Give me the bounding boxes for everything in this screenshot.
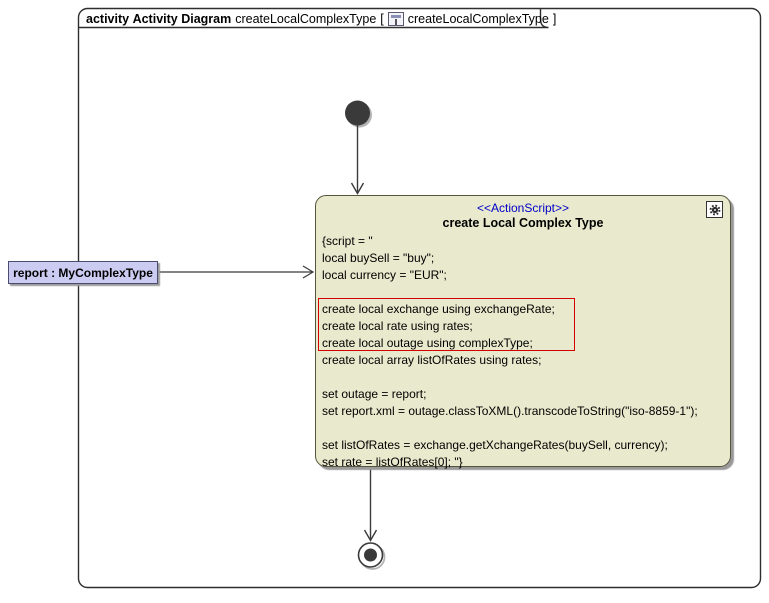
pin-label-text: report : MyComplexType [13, 265, 153, 280]
gear-icon [706, 201, 723, 218]
frame-kind-label: activity Activity Diagram [86, 11, 232, 26]
arrowhead [302, 265, 315, 279]
script-line [322, 420, 726, 437]
frame-context-name: createLocalComplexType [407, 11, 549, 26]
edge-action-to-final[interactable] [363, 468, 378, 542]
script-line [322, 284, 726, 301]
initial-node[interactable] [345, 100, 372, 128]
script-line [322, 369, 726, 386]
frame-close-bracket: ] [552, 11, 557, 26]
arrowhead [350, 182, 365, 195]
script-line: local buySell = "buy"; [322, 251, 435, 265]
script-line: local currency = "EUR"; [322, 268, 447, 282]
frame-tab-outline [79, 9, 549, 29]
stereotype-label: <<ActionScript>> [476, 201, 570, 215]
diagram-frame[interactable] [77, 7, 762, 589]
script-line: {script = " [322, 234, 373, 248]
script-line: set listOfRates = exchange.getXchangeRat… [322, 438, 668, 452]
script-line: create local array listOfRates using rat… [322, 353, 542, 367]
script-line: create local exchange using exchangeRate… [322, 302, 555, 316]
script-body: {script = " local buySell = "buy"; local c… [322, 233, 726, 471]
script-line: create local outage using complexType; [322, 336, 533, 350]
activity-diagram-icon [387, 11, 404, 26]
action-title: create Local Complex Type [442, 216, 604, 230]
script-line: set report.xml = outage.classToXML().tra… [322, 404, 698, 418]
activity-final-node[interactable] [357, 542, 386, 570]
arrowhead [363, 529, 378, 542]
edge-initial-to-action[interactable] [350, 125, 365, 195]
script-line: create local rate using rates; [322, 319, 473, 333]
pin-label-report[interactable]: report : MyComplexType [8, 261, 158, 284]
edge-pin-to-action[interactable] [159, 265, 315, 279]
frame-open-bracket: [ [380, 11, 384, 26]
action-node-create-local-complex-type[interactable]: <<ActionScript>> create Local Complex Ty… [315, 195, 731, 469]
script-line: set rate = listOfRates[0]; "} [322, 455, 463, 469]
script-line: set outage = report; [322, 387, 427, 401]
frame-tab[interactable]: activity Activity Diagram createLocalCom… [86, 10, 556, 27]
frame-diagram-name: createLocalComplexType [235, 11, 377, 26]
